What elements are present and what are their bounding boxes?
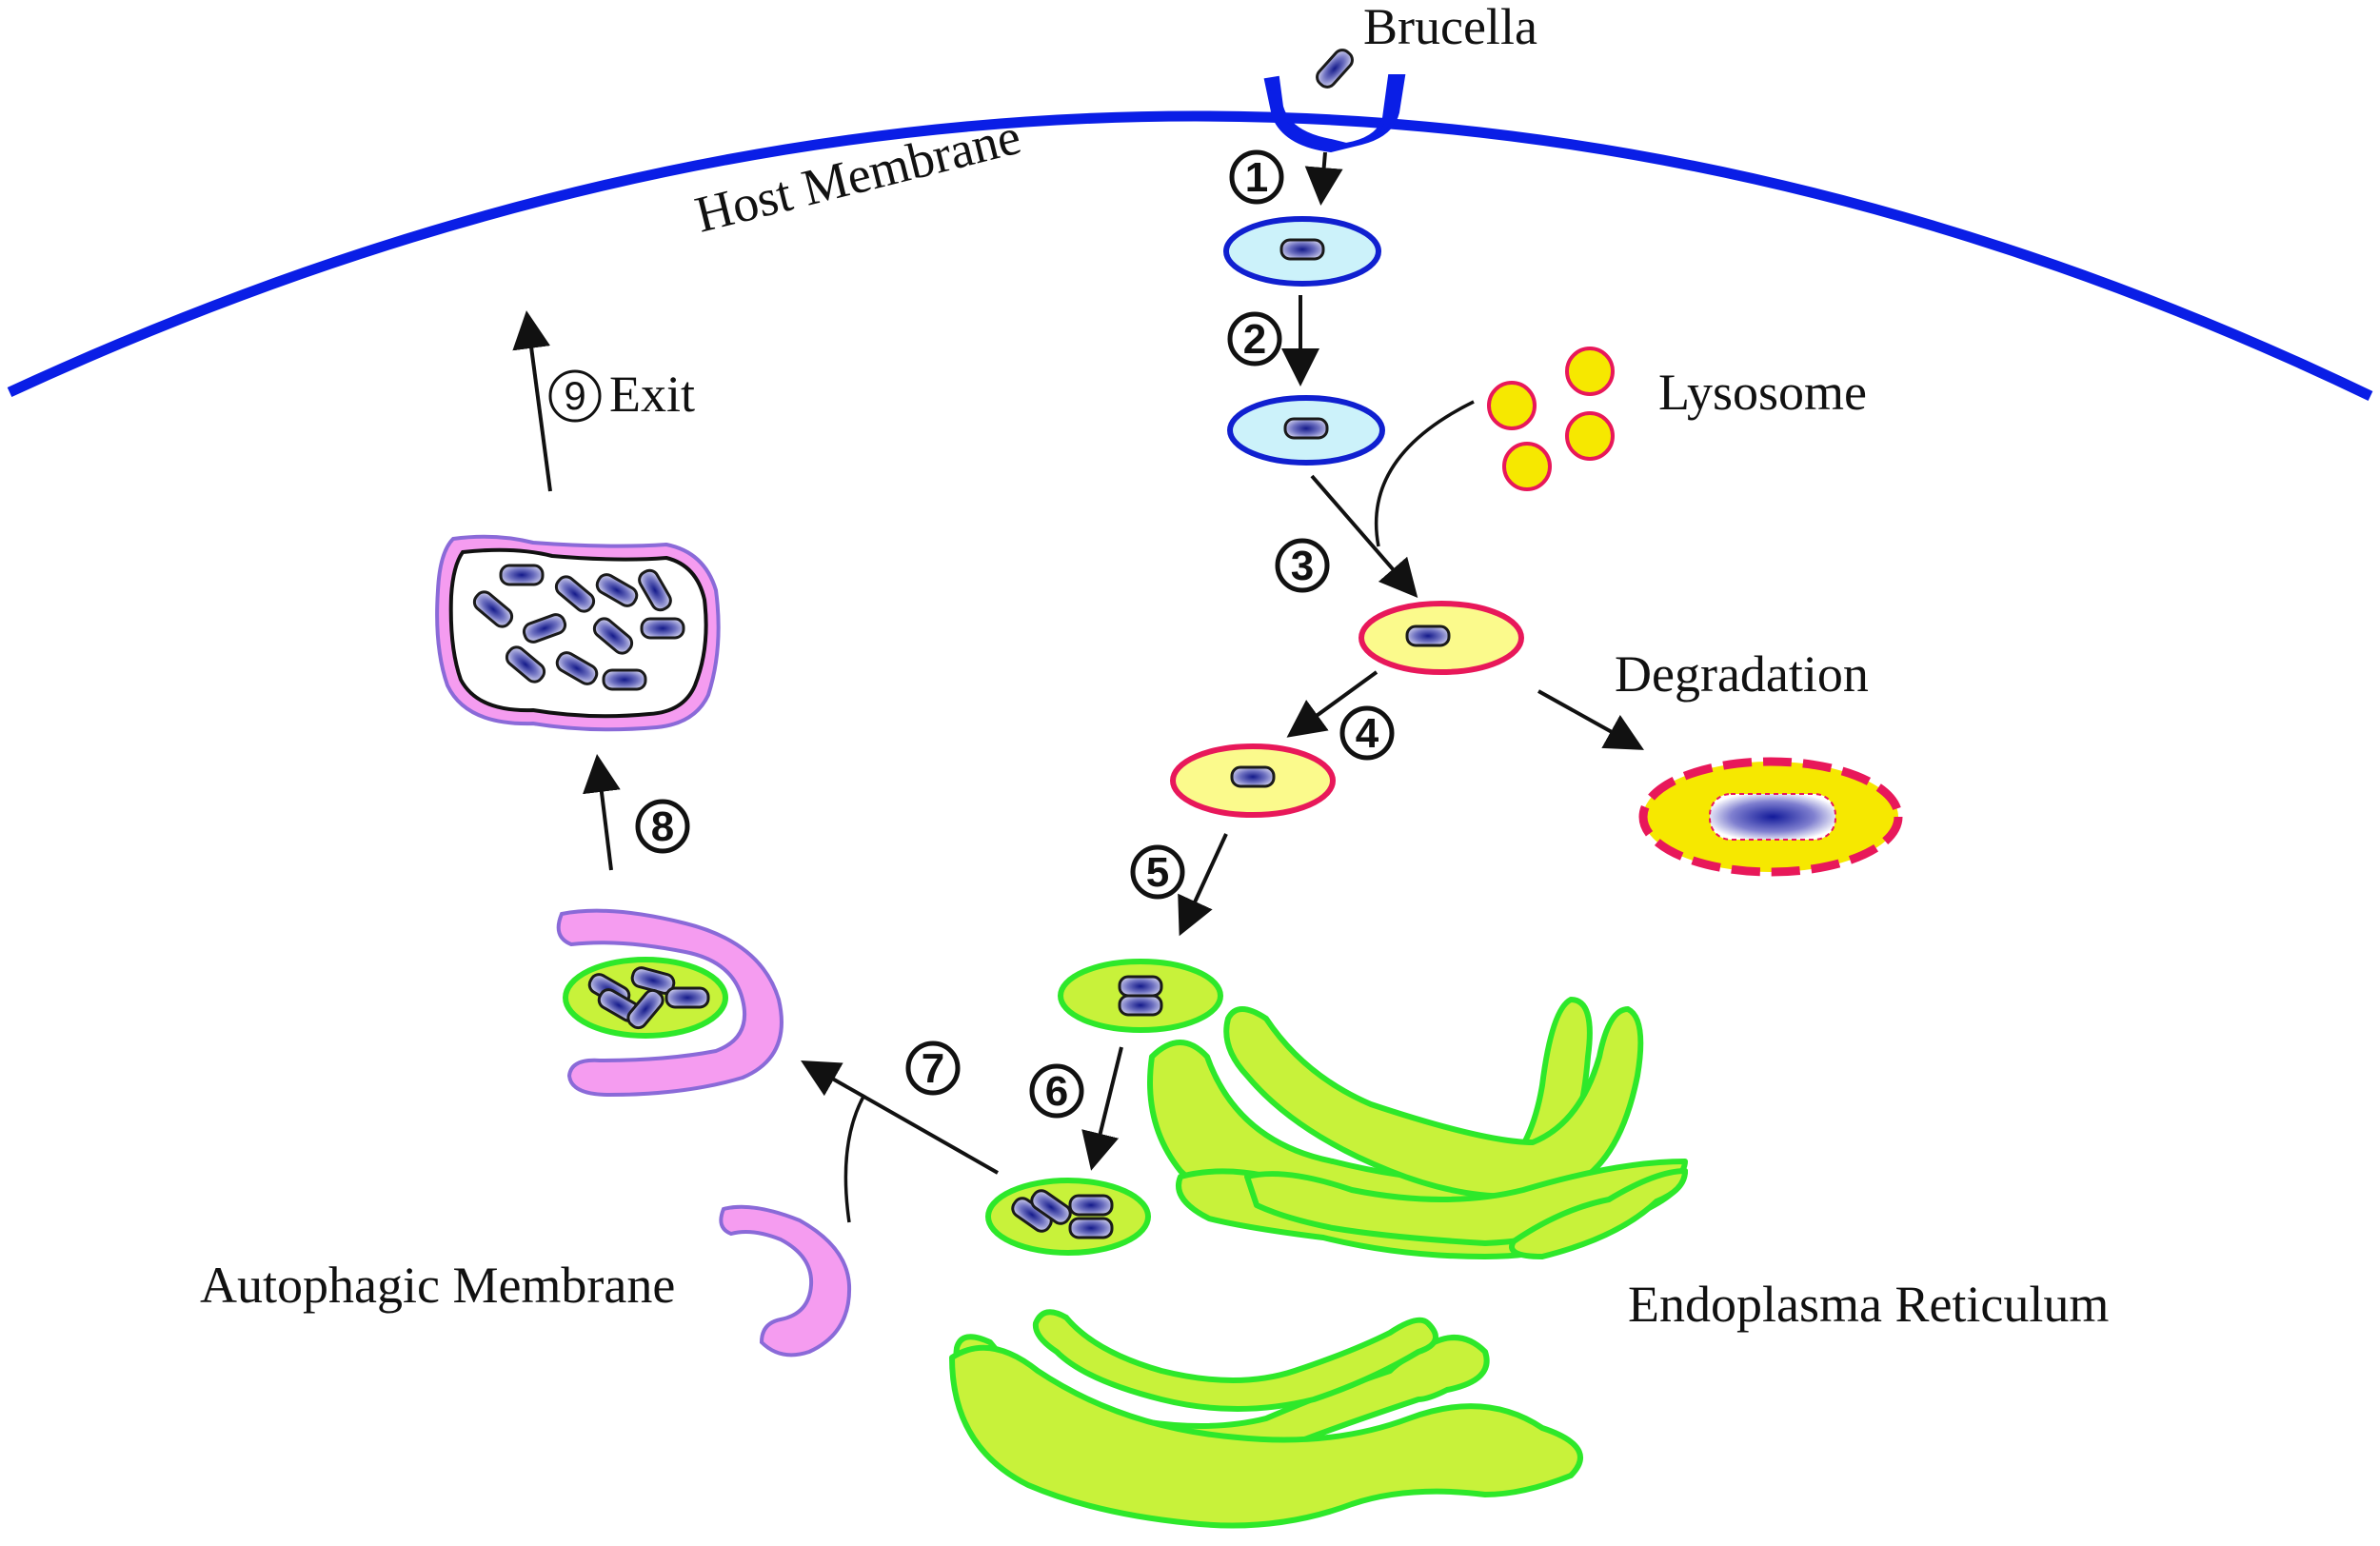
lysosome-fusion-curve (1374, 400, 1475, 547)
autophagic-membrane (719, 1204, 852, 1358)
endoplasmic-reticulum (949, 997, 1688, 1529)
svg-text:6: 6 (1045, 1068, 1068, 1115)
er-vacuole-dividing (1058, 959, 1223, 1033)
step-7-marker: 7 (905, 1041, 961, 1096)
lysosome-label: Lysosome (1658, 364, 1867, 421)
exit-vacuole (435, 534, 721, 732)
svg-text:8: 8 (651, 803, 674, 850)
autophagic-membrane-label: Autophagic Membrane (200, 1257, 675, 1314)
svg-text:1: 1 (1245, 154, 1268, 201)
svg-text:7: 7 (922, 1045, 944, 1092)
lysosome-group (1487, 347, 1615, 491)
arrow-step-4 (1286, 670, 1378, 738)
arrow-step-6 (1081, 1046, 1123, 1171)
step-2-marker: 2 (1227, 311, 1282, 367)
early-vacuole-1 (1223, 216, 1381, 287)
step-5-marker: 5 (1130, 844, 1185, 900)
svg-text:2: 2 (1243, 316, 1266, 363)
arrow-degradation (1537, 689, 1644, 750)
step-3-marker: 3 (1275, 538, 1330, 593)
step-6-marker: 6 (1029, 1063, 1084, 1119)
er-vacuole-replicating (985, 1178, 1151, 1256)
svg-text:3: 3 (1291, 543, 1314, 589)
host-membrane-label: Host Membrane (689, 108, 1026, 244)
brucella-bacterium (1312, 45, 1358, 92)
endoplasma-reticulum-label: Endoplasma Reticulum (1628, 1276, 2109, 1333)
autophagic-fusion-curve (843, 1094, 866, 1223)
arrow-step-8 (583, 754, 621, 871)
degradation-label: Degradation (1615, 645, 1869, 703)
late-vacuole (1170, 743, 1336, 818)
step-1-marker: 1 (1229, 149, 1284, 205)
brucella-label: Brucella (1363, 0, 1537, 55)
step-9-marker: 9 (548, 369, 602, 423)
arrow-step-5 (1178, 833, 1228, 937)
svg-text:5: 5 (1146, 849, 1169, 896)
step-4-marker: 4 (1339, 705, 1395, 761)
arrow-step-1 (1304, 151, 1343, 206)
membrane-entry-cup (1263, 74, 1406, 153)
exit-label: Exit (609, 366, 695, 423)
step-8-marker: 8 (635, 799, 690, 854)
phagolysosome (1359, 601, 1524, 675)
arrow-step-7 (801, 1060, 999, 1175)
arrow-step-9-exit (512, 310, 552, 492)
arrow-step-3 (1310, 474, 1418, 599)
degraded-vacuole (1638, 757, 1903, 877)
svg-text:9: 9 (564, 373, 585, 418)
host-membrane (7, 110, 2373, 401)
svg-text:4: 4 (1356, 710, 1379, 757)
autophagic-vacuole (556, 908, 783, 1098)
early-vacuole-2 (1227, 395, 1385, 466)
